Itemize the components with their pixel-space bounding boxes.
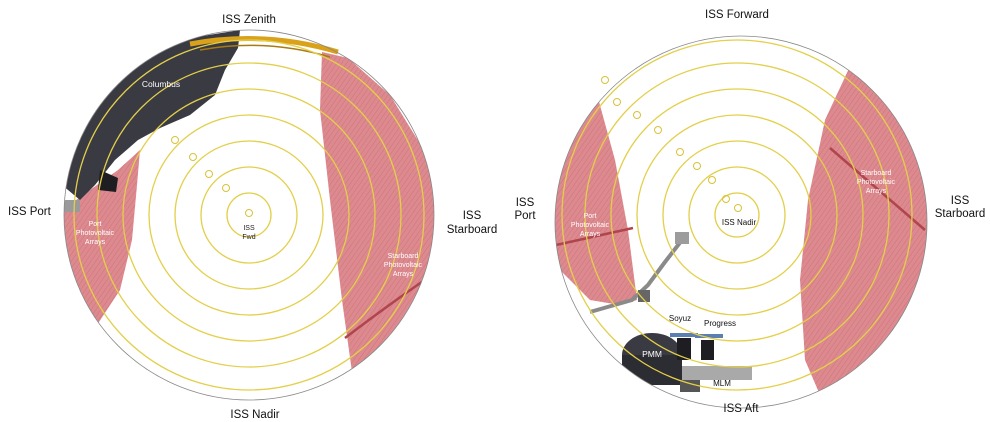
pmm-module-body (622, 355, 682, 385)
left-ring (122, 88, 376, 342)
left-ring-marker (222, 184, 230, 192)
left-starboard-array-label-line2: Photovoltaic (384, 262, 423, 269)
progress-label: Progress (704, 319, 736, 328)
right-ring-marker (693, 162, 701, 170)
left-nadir-label: ISS Nadir (230, 409, 279, 421)
left-port-array-label-line2: Photovoltaic (76, 230, 115, 237)
left-ring (200, 166, 298, 264)
left-port-array (64, 150, 140, 325)
left-ring-marker (171, 136, 179, 144)
right-starboard-label-line1: ISS (951, 195, 970, 207)
right-ring-marker (633, 111, 641, 119)
right-ring-markers (601, 76, 742, 212)
right-rings (561, 39, 913, 391)
robotic-arm-end-effector (675, 232, 689, 244)
left-port-array-label-line3: Arrays (85, 239, 106, 246)
left-port-label: ISS Port (8, 206, 52, 218)
left-ring (96, 62, 402, 368)
right-ring-marker (734, 204, 742, 212)
right-ring-marker (676, 148, 684, 156)
robotic-arm (589, 238, 684, 314)
right-ring-marker (722, 195, 730, 203)
left-view: ISS Zenith ISS Nadir ISS Port ISS Starbo… (8, 14, 497, 421)
left-center-label-line1: ISS (243, 225, 255, 232)
right-port-array-label-line1: Port (584, 213, 597, 220)
left-rings (73, 39, 425, 391)
right-port-array (555, 98, 637, 305)
left-ring (226, 192, 272, 238)
left-ring-marker (205, 170, 213, 178)
right-starboard-array-label-line1: Starboard (861, 170, 892, 177)
left-ring (73, 39, 425, 391)
left-ring (148, 114, 350, 316)
robotic-arm-joint (638, 290, 650, 302)
left-ring-marker (189, 153, 197, 161)
columbus-bracket (64, 200, 80, 212)
right-aft-label: ISS Aft (723, 403, 759, 415)
left-starboard-array-label-line1: Starboard (388, 253, 419, 260)
zenith-truss (189, 36, 339, 55)
left-ring-markers (171, 136, 253, 217)
right-starboard-array-label-line2: Photovoltaic (857, 179, 896, 186)
mlm-label: MLM (713, 379, 731, 388)
right-port-array-label-line3: Arrays (580, 231, 601, 238)
left-starboard-array-label-line3: Arrays (393, 271, 414, 278)
right-port-label-line2: Port (514, 210, 536, 222)
left-starboard-label-line2: Starboard (447, 224, 498, 236)
right-ring-marker (601, 76, 609, 84)
right-starboard-array-stripe (829, 147, 926, 231)
left-zenith-label: ISS Zenith (222, 14, 276, 26)
right-port-label-line1: ISS (516, 197, 535, 209)
right-starboard-array-label-line3: Arrays (866, 188, 887, 195)
left-center-label-line2: Fwd (242, 234, 255, 241)
columbus-module-detail (98, 170, 118, 192)
mlm-module (682, 366, 752, 380)
right-ring-marker (708, 176, 716, 184)
right-view: ISS Forward ISS Aft ISS Port ISS Starboa… (514, 9, 985, 415)
progress-vehicle (701, 340, 714, 360)
right-ring (662, 140, 812, 290)
left-starboard-label-line1: ISS (463, 210, 482, 222)
columbus-label: Columbus (142, 79, 180, 89)
right-ring (584, 62, 890, 368)
right-ring (688, 166, 786, 264)
soyuz-label: Soyuz (669, 314, 691, 323)
progress-panel (695, 334, 723, 338)
right-port-array-stripe (555, 226, 634, 247)
service-module (680, 380, 700, 392)
left-port-array-label-line1: Port (89, 221, 102, 228)
pmm-label: PMM (642, 349, 662, 359)
right-port-array-label-line2: Photovoltaic (571, 222, 610, 229)
right-forward-label: ISS Forward (705, 9, 769, 21)
right-ring-marker (654, 126, 662, 134)
left-ring (174, 140, 324, 290)
soyuz-vehicle (677, 338, 691, 360)
left-ring-marker (245, 209, 253, 217)
right-ring-marker (613, 98, 621, 106)
right-ring (610, 88, 864, 342)
left-view-boundary (63, 29, 435, 401)
right-center-label: ISS Nadir (722, 218, 757, 227)
right-ring (714, 192, 760, 238)
right-ring (561, 39, 913, 391)
right-view-boundary (554, 35, 928, 409)
right-ring (636, 114, 838, 316)
soyuz-panel (670, 333, 698, 337)
right-starboard-label-line2: Starboard (935, 208, 986, 220)
